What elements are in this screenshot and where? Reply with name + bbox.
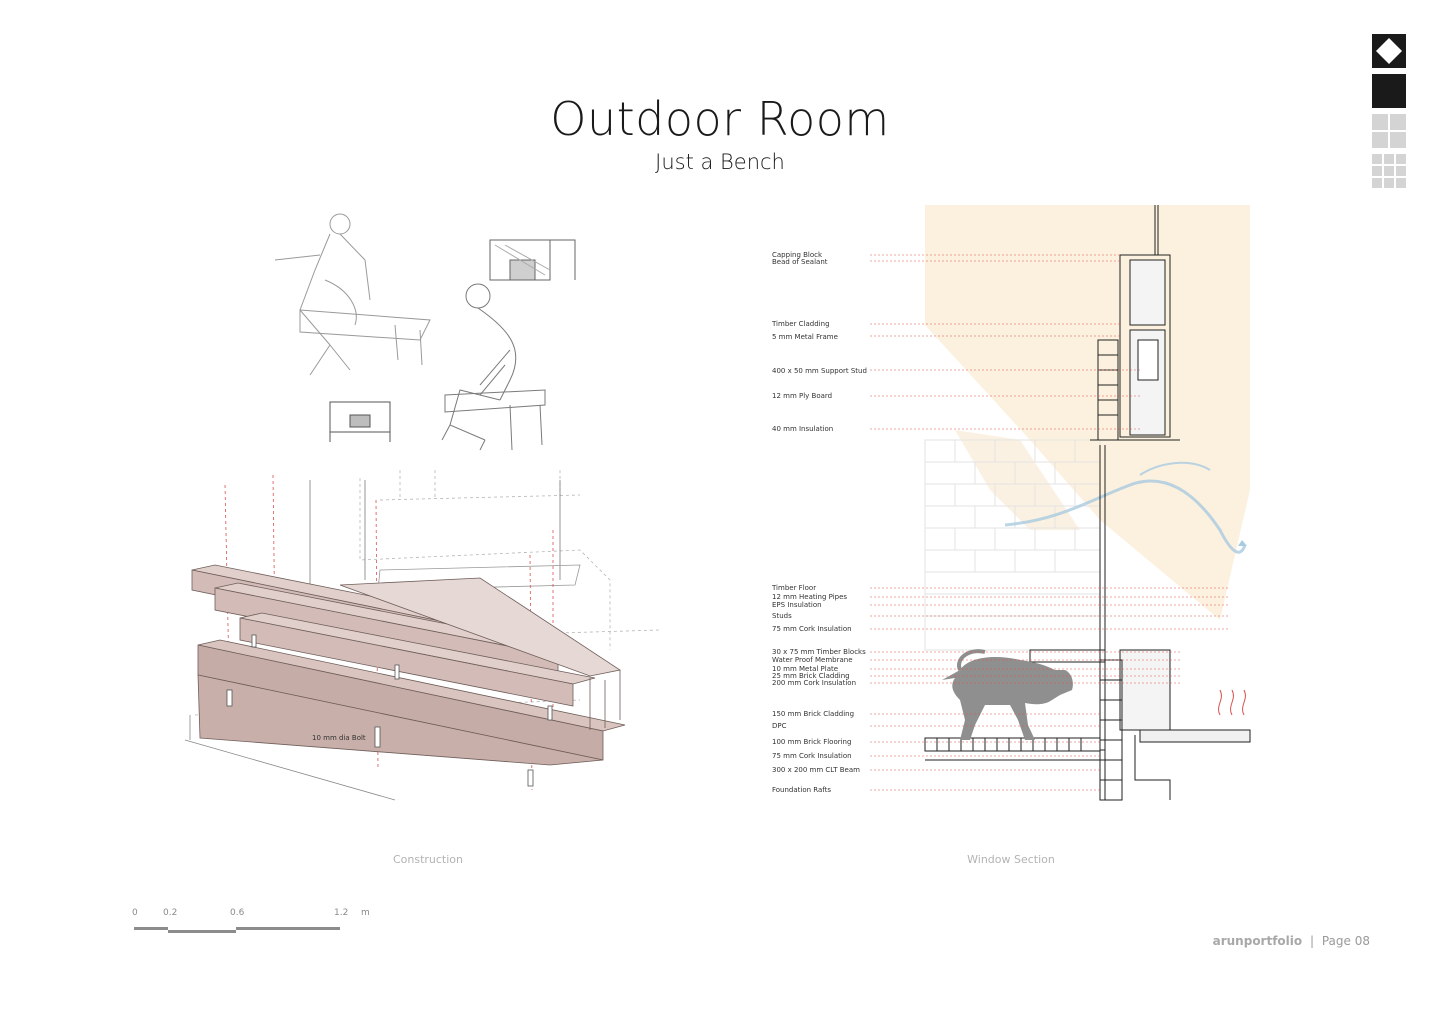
heat-arrows-icon <box>1218 689 1246 716</box>
section-label: 12 mm Heating Pipes <box>772 593 847 601</box>
section-label: 10 mm Metal Plate <box>772 665 838 673</box>
scale-tick-label: 0 <box>132 908 138 918</box>
section-label: 75 mm Cork Insulation <box>772 752 852 760</box>
section-label: DPC <box>772 722 787 730</box>
window-section-caption: Window Section <box>967 853 1055 866</box>
page-subtitle: Just a Bench <box>655 150 785 174</box>
footer: arunportfolio | Page 08 <box>1213 934 1370 948</box>
scale-bar-graphic <box>134 927 340 933</box>
section-label: Capping Block <box>772 251 823 259</box>
section-label: 100 mm Brick Flooring <box>772 738 851 746</box>
wall-section <box>925 205 1251 801</box>
section-label: 40 mm Insulation <box>772 425 833 433</box>
dog-silhouette-icon <box>942 649 1073 740</box>
portfolio-logo-icon <box>1372 34 1406 188</box>
section-label: 25 mm Brick Cladding <box>772 672 850 680</box>
sketch-detail <box>489 239 576 281</box>
construction-caption: Construction <box>392 853 464 866</box>
section-label: EPS Insulation <box>772 601 822 609</box>
section-label: Water Proof Membrane <box>772 656 853 664</box>
bolt-label: 10 mm dia Bolt <box>312 734 366 742</box>
brick-floor <box>924 737 1101 752</box>
sketch-seated-figure <box>441 283 546 451</box>
section-label: 150 mm Brick Cladding <box>772 710 854 718</box>
sketch-person-on-bench <box>274 213 431 376</box>
section-label: Foundation Rafts <box>772 786 831 794</box>
footer-page-number: Page 08 <box>1321 934 1370 948</box>
scale-tick-label: 1.2 <box>334 908 349 918</box>
window-section-drawing: Capping Block Bead of Sealant Timber Cla… <box>771 205 1251 801</box>
section-label: 200 mm Cork Insulation <box>772 679 856 687</box>
section-label: 30 x 75 mm Timber Blocks <box>772 648 866 656</box>
section-label: 75 mm Cork Insulation <box>772 625 852 633</box>
section-label: 300 x 200 mm CLT Beam <box>772 766 860 774</box>
footer-separator: | <box>1309 934 1315 948</box>
scale-tick-label: 0.6 <box>230 908 245 918</box>
section-label: Timber Floor <box>771 584 816 592</box>
page-title: Outdoor Room <box>550 92 890 146</box>
axonometric-bench: 10 mm dia Bolt <box>184 470 661 801</box>
section-label: Studs <box>772 612 792 620</box>
construction-drawing: 10 mm dia Bolt <box>184 213 661 801</box>
section-label: 5 mm Metal Frame <box>772 333 838 341</box>
scale-unit: m <box>361 908 370 918</box>
section-label: 400 x 50 mm Support Stud <box>772 367 867 375</box>
footer-brand: arunportfolio <box>1212 934 1303 948</box>
section-label: Timber Cladding <box>771 320 830 328</box>
scale-tick-label: 0.2 <box>163 908 178 918</box>
scale-bar: 0 0.2 0.6 1.2 m <box>128 908 388 948</box>
section-labels: Capping Block Bead of Sealant Timber Cla… <box>771 251 867 794</box>
section-label: 12 mm Ply Board <box>772 392 832 400</box>
section-label: Bead of Sealant <box>772 258 828 266</box>
sketch-small-section <box>329 401 391 442</box>
